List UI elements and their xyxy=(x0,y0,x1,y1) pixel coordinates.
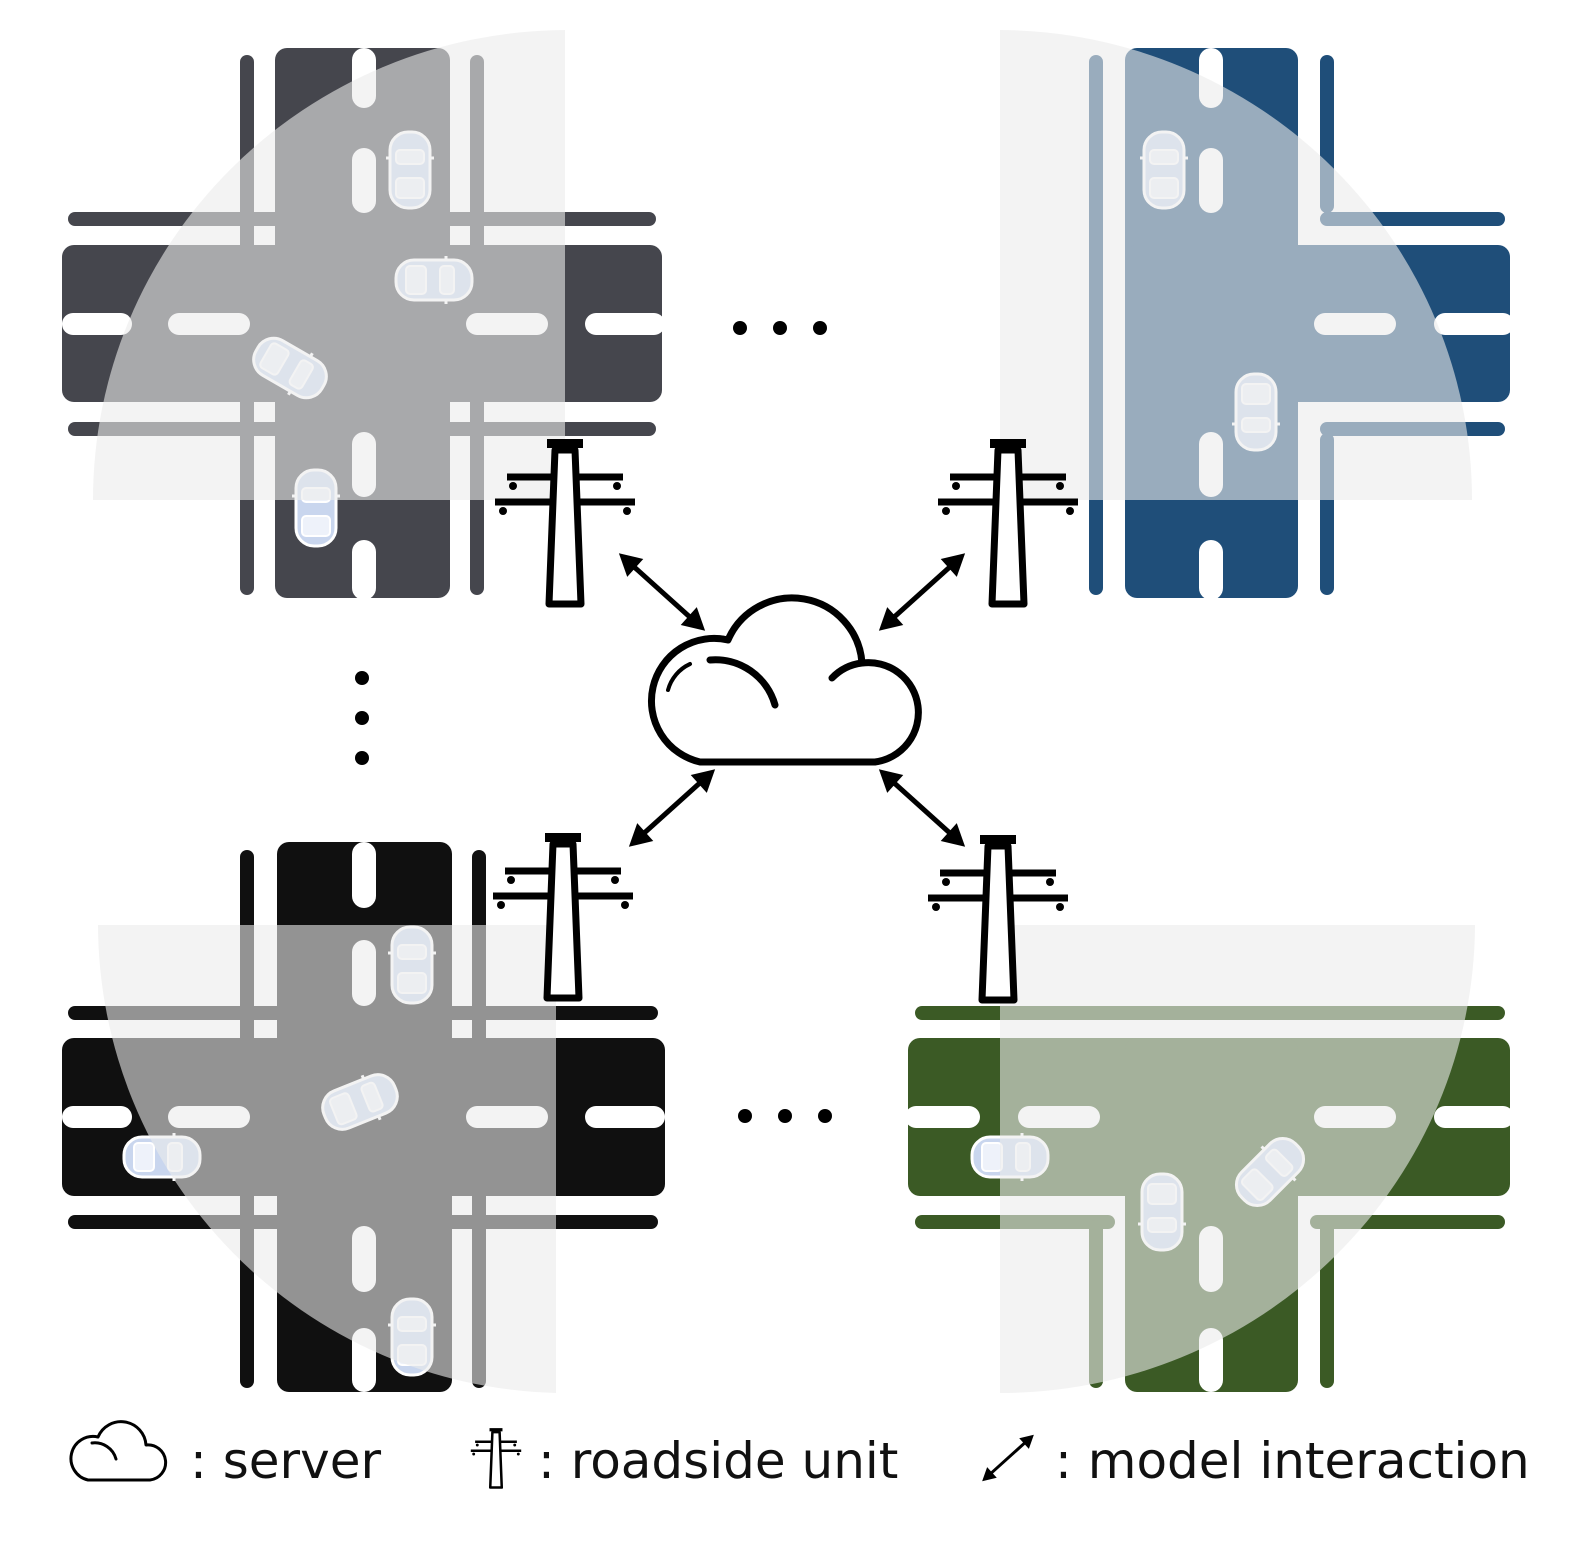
intersection-top-right xyxy=(1000,30,1514,600)
legend-interaction-label: : model interaction xyxy=(1055,1432,1530,1490)
coverage-area xyxy=(93,30,565,500)
double-arrow-icon xyxy=(611,544,713,639)
coverage-area xyxy=(1000,30,1472,500)
legend-server-label: : server xyxy=(190,1432,381,1490)
legend-rsu-label: : roadside unit xyxy=(538,1432,898,1490)
intersection-bottom-left xyxy=(62,842,665,1393)
coverage-area xyxy=(98,925,556,1393)
ellipsis-top xyxy=(733,321,827,335)
double-arrow-icon xyxy=(871,760,973,855)
double-arrow-icon xyxy=(621,760,723,855)
ellipsis-vertical xyxy=(355,671,369,765)
legend-cloud-icon xyxy=(69,1420,168,1482)
intersection-bottom-right xyxy=(905,925,1514,1393)
coverage-area xyxy=(1000,925,1475,1393)
legend-double-arrow-icon xyxy=(975,1427,1041,1489)
cloud-icon xyxy=(647,594,922,766)
ellipsis-bottom xyxy=(738,1109,832,1123)
legend: : server : roadside unit : model interac… xyxy=(69,1420,1530,1490)
legend-utility-pole-icon xyxy=(469,1426,523,1489)
intersection-top-left xyxy=(62,30,665,600)
double-arrow-icon xyxy=(871,544,973,639)
